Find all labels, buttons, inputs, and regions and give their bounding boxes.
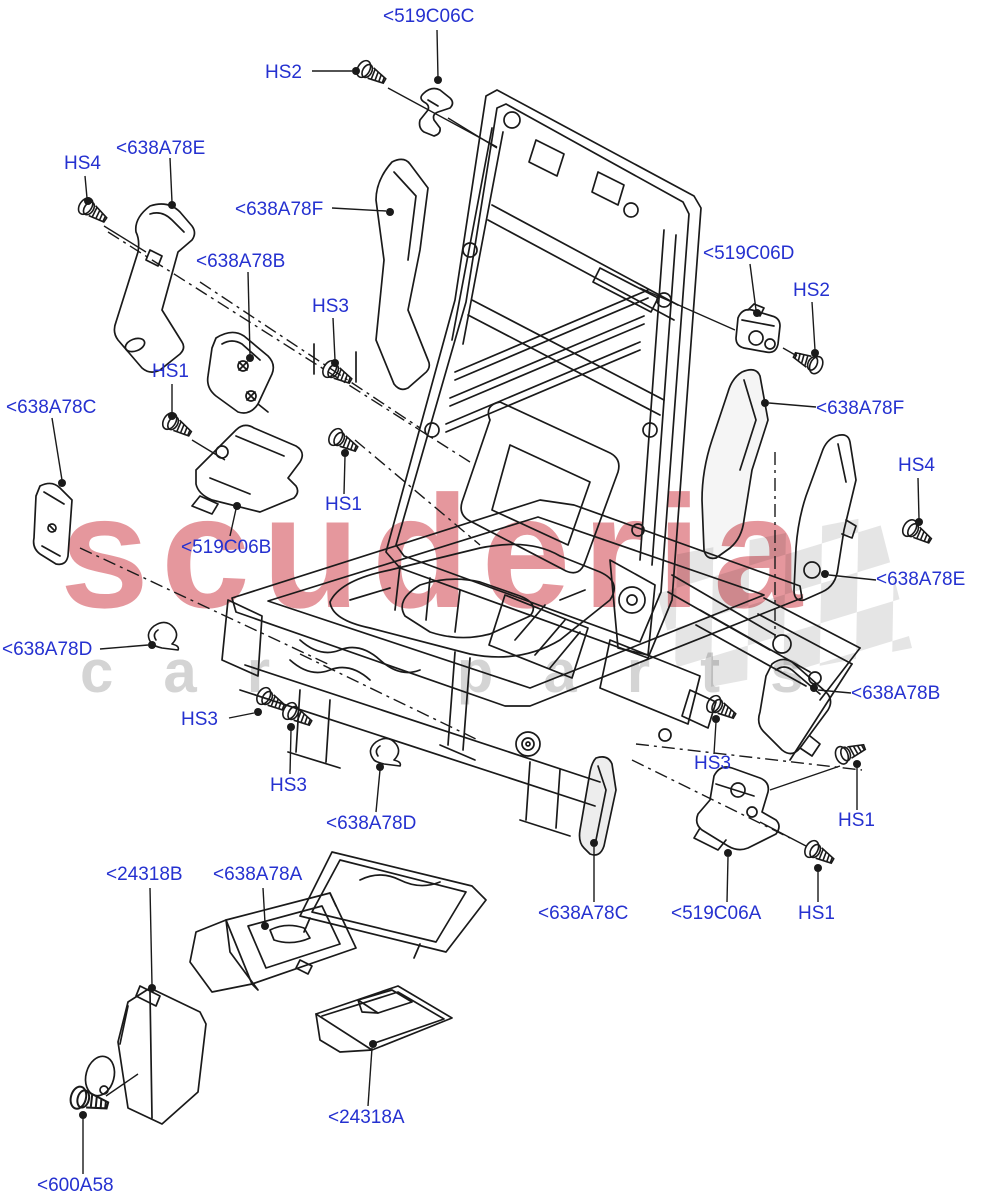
screw-HS4-left xyxy=(74,194,112,229)
part-label-HS1-bottomright[interactable]: HS1 xyxy=(798,903,835,924)
assembly-axis-lines xyxy=(79,231,863,839)
part-label-HS4-left[interactable]: HS4 xyxy=(64,153,101,174)
screw-HS2-right xyxy=(789,346,827,377)
screw-HS1-left xyxy=(159,409,196,443)
part-label-638A78C-left[interactable]: <638A78C xyxy=(6,397,97,418)
seat-base-frame xyxy=(221,499,861,837)
part-638A78C-left-finisher xyxy=(32,482,73,566)
part-638A78D-bottom-clip xyxy=(369,737,402,767)
part-label-HS4-right[interactable]: HS4 xyxy=(898,455,935,476)
part-label-519C06B[interactable]: <519C06B xyxy=(181,537,272,558)
screw-HS2-top xyxy=(353,57,390,90)
part-label-519C06C[interactable]: <519C06C xyxy=(383,6,475,27)
screw-HS3-br xyxy=(703,692,740,725)
part-label-638A78A[interactable]: <638A78A xyxy=(213,864,303,885)
seat-back-frame xyxy=(385,89,822,687)
part-label-638A78B-right[interactable]: <638A78B xyxy=(851,683,941,704)
part-label-519C06A[interactable]: <519C06A xyxy=(671,903,762,924)
part-519C06C-bracket xyxy=(418,87,454,137)
part-638A78E-right-cover xyxy=(793,434,857,602)
screw-HS1-br-bottom xyxy=(801,837,838,870)
part-519C06A-bracket xyxy=(693,766,780,851)
part-label-24318B[interactable]: <24318B xyxy=(106,864,183,885)
part-label-HS2-right[interactable]: HS2 xyxy=(793,280,830,301)
part-label-638A78D-bottom[interactable]: <638A78D xyxy=(326,813,417,834)
part-label-HS3-bottomleft-2[interactable]: HS3 xyxy=(270,775,307,796)
part-label-24318A[interactable]: <24318A xyxy=(328,1107,405,1128)
part-638A78E-left-cover xyxy=(113,203,196,373)
screw-600A58 xyxy=(67,1083,112,1118)
watermark-checkered-flag xyxy=(648,515,912,692)
part-label-638A78B-left[interactable]: <638A78B xyxy=(196,251,286,272)
callout-dots xyxy=(58,67,923,1119)
part-638A78B-right-cover xyxy=(757,658,832,757)
part-label-HS1-left[interactable]: HS1 xyxy=(152,361,189,382)
part-24318A-cover xyxy=(315,985,453,1053)
part-519C06D-bracket xyxy=(735,303,781,354)
part-label-HS3-bottomright[interactable]: HS3 xyxy=(694,753,731,774)
part-label-HS1-mid[interactable]: HS1 xyxy=(325,494,362,515)
part-label-HS1-bottomright-top[interactable]: HS1 xyxy=(838,810,875,831)
callout-leader-lines xyxy=(51,29,920,1174)
part-label-638A78C-bottom[interactable]: <638A78C xyxy=(538,903,629,924)
part-638A78C-bottom-finisher xyxy=(578,756,617,856)
part-638A78F-right-cover xyxy=(701,368,769,560)
part-638A78B-left-cover xyxy=(206,331,275,414)
part-label-600A58[interactable]: <600A58 xyxy=(37,1175,114,1196)
part-label-638A78F-right[interactable]: <638A78F xyxy=(816,398,905,419)
assembly-tick-marks xyxy=(313,343,357,383)
part-label-HS2-top[interactable]: HS2 xyxy=(265,62,302,83)
part-label-638A78E-right[interactable]: <638A78E xyxy=(876,569,966,590)
part-519C06B-bracket xyxy=(191,424,304,515)
part-label-638A78F-left[interactable]: <638A78F xyxy=(235,199,324,220)
part-label-HS3-mid[interactable]: HS3 xyxy=(312,296,349,317)
part-label-HS3-bottomleft-1[interactable]: HS3 xyxy=(181,709,218,730)
part-label-638A78E-left[interactable]: <638A78E xyxy=(116,138,206,159)
screw-HS1-br-top xyxy=(832,737,869,767)
part-label-638A78D-left[interactable]: <638A78D xyxy=(2,639,93,660)
part-638A78F-left-cover xyxy=(375,158,431,391)
part-24318B-block xyxy=(84,985,207,1125)
part-638A78A-tray xyxy=(189,851,487,993)
part-label-519C06D[interactable]: <519C06D xyxy=(703,243,795,264)
